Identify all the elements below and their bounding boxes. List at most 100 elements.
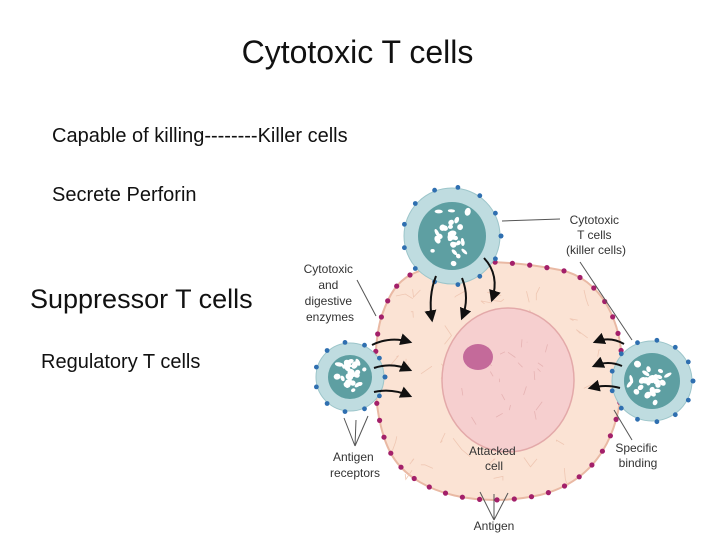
antigen-dot xyxy=(607,433,614,439)
bullet-killer-cells: Capable of killing--------Killer cells xyxy=(52,125,348,147)
receptor-dot xyxy=(493,210,498,216)
t-cell-granule xyxy=(644,391,652,399)
t-cell-granule xyxy=(659,379,666,386)
attacked-cell-nucleus xyxy=(441,307,575,453)
t-cell-granule xyxy=(448,224,453,229)
t-cell-right xyxy=(609,337,696,425)
t-cell-granule xyxy=(642,370,650,377)
cytoplasm-fiber xyxy=(583,289,589,307)
receptor-dot xyxy=(609,388,615,394)
t-cell-granule xyxy=(447,233,452,240)
receptor-dot xyxy=(324,401,330,406)
antigen-dot xyxy=(477,496,483,502)
nucleus-fiber xyxy=(537,362,544,367)
antigen-dot xyxy=(407,272,413,278)
cytoplasm-fiber xyxy=(420,464,434,469)
nucleus-fiber xyxy=(526,341,528,343)
leader-t-cells-right xyxy=(579,261,633,341)
leader-antigen-3 xyxy=(493,492,509,521)
receptor-dot xyxy=(672,344,678,350)
antigen-dot xyxy=(561,268,567,274)
antigen-dot xyxy=(459,494,465,500)
heading-suppressor-t-cells: Suppressor T cells xyxy=(30,284,253,314)
antigen-dot xyxy=(381,434,387,440)
t-cell-granule xyxy=(464,207,471,216)
t-cells xyxy=(314,185,696,425)
t-cell-granule xyxy=(439,224,446,231)
t-cell-granule xyxy=(333,373,341,380)
antigen-dot xyxy=(388,450,394,456)
receptor-dot xyxy=(342,340,348,345)
t-cell-granule xyxy=(644,377,649,382)
t-cell-granule xyxy=(461,240,465,246)
t-cell-granule xyxy=(347,374,353,380)
t-cell-granule xyxy=(457,224,464,231)
cytoplasm-fiber xyxy=(487,458,496,466)
receptor-dot xyxy=(635,416,640,422)
bullet-regulatory-t-cells: Regulatory T cells xyxy=(41,351,201,373)
arrow-right-2 xyxy=(591,356,623,368)
cytoplasm-fiber xyxy=(576,329,588,339)
t-cell-granule xyxy=(451,242,460,246)
t-cell-granule xyxy=(451,249,458,256)
t-cell-granule xyxy=(346,359,354,365)
t-cell-granule xyxy=(355,369,361,375)
antigen-dot xyxy=(545,490,552,496)
t-cell-granule xyxy=(447,209,455,213)
diagram-labels: Cytotoxic T cells (killer cells) Cytotox… xyxy=(304,213,658,533)
cytoplasm-fiber xyxy=(452,438,471,458)
nucleus-fiber xyxy=(507,351,516,358)
receptor-dot xyxy=(690,378,696,384)
nucleus-fiber xyxy=(499,351,506,355)
nucleus-fiber xyxy=(533,371,536,381)
receptor-dot xyxy=(314,384,319,390)
t-cell-granule xyxy=(436,233,443,239)
arrow-right-3 xyxy=(587,379,621,392)
antigen-dot xyxy=(599,448,606,454)
antigen-dot xyxy=(509,260,515,266)
receptor-dot xyxy=(618,405,624,411)
t-cell-granule xyxy=(430,248,435,253)
receptor-dot xyxy=(377,355,382,361)
cytoplasm-fiber xyxy=(392,436,398,451)
receptor-dot xyxy=(412,201,418,206)
receptor-dot xyxy=(382,374,388,380)
cytoplasm-fiber xyxy=(390,355,399,366)
cytoplasm-fiber xyxy=(526,291,530,303)
bullet-secrete-perforin: Secrete Perforin xyxy=(52,184,197,206)
receptor-dot xyxy=(672,412,678,418)
antigen-dot xyxy=(375,331,381,337)
leader-antigen-receptors-3 xyxy=(354,415,369,447)
label-antigen-receptors: Antigen receptors xyxy=(330,450,380,480)
antigen-dot xyxy=(442,490,449,496)
antigen-dot xyxy=(528,494,535,500)
antigen-dot xyxy=(561,483,568,489)
leader-antigen-receptors-2 xyxy=(354,419,357,447)
arrow-left-3 xyxy=(373,386,413,398)
antigen-dot xyxy=(374,400,380,406)
cytoplasm-fiber xyxy=(569,318,578,322)
t-cell-granule xyxy=(652,399,658,406)
nucleus-fiber xyxy=(508,404,511,411)
t-cell-granule xyxy=(653,388,661,393)
antigen-dot xyxy=(398,464,404,470)
receptor-dot xyxy=(654,419,660,425)
receptor-dot xyxy=(377,393,382,399)
t-cell-granule xyxy=(434,209,443,214)
leader-cytotoxic-t-cells xyxy=(501,218,561,222)
leader-enzymes xyxy=(356,279,377,317)
antigen-dot xyxy=(615,330,621,336)
t-cell-granule xyxy=(347,369,354,374)
antigen-dot xyxy=(613,416,619,422)
t-cell-granule xyxy=(633,360,642,368)
t-cell-granule xyxy=(653,379,661,385)
receptor-dot xyxy=(402,245,407,251)
cytoplasm-fiber xyxy=(597,349,601,357)
receptor-dot xyxy=(362,406,367,412)
antigen-dot xyxy=(411,475,417,482)
t-cell-granule xyxy=(448,219,454,226)
t-cell-granule xyxy=(664,372,672,378)
arrow-left-1 xyxy=(371,333,413,346)
